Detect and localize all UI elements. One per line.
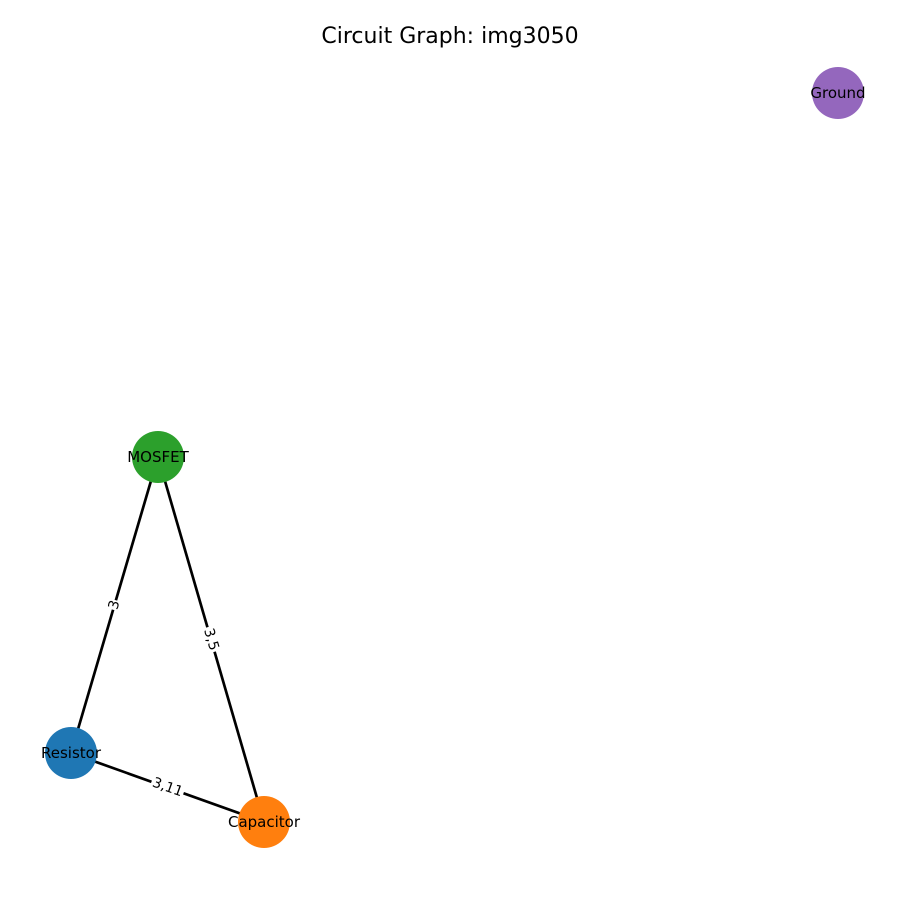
node-resistor	[45, 727, 97, 779]
edge-label-background	[148, 774, 187, 801]
edges-layer: 3 3,5 3,11	[69, 456, 266, 824]
edge-label-mosfet-capacitor: 3,5	[200, 627, 222, 653]
node-label-mosfet: MOSFET	[127, 448, 189, 466]
node-mosfet	[132, 431, 184, 483]
edge-label-background	[105, 597, 124, 613]
edge-label-resistor-capacitor: 3,11	[150, 775, 185, 801]
edge-label-group-resistor-capacitor: 3,11	[148, 774, 187, 801]
edge-label-group-mosfet-capacitor: 3,5	[199, 625, 223, 654]
edge-label-mosfet-resistor: 3	[106, 598, 124, 611]
graph-title: Circuit Graph: img3050	[321, 24, 578, 49]
edge-label-background	[199, 625, 223, 654]
node-label-capacitor: Capacitor	[228, 813, 301, 831]
node-label-resistor: Resistor	[41, 744, 102, 762]
node-label-ground: Ground	[810, 84, 865, 102]
node-ground	[812, 67, 864, 119]
edge-label-group-mosfet-resistor: 3	[105, 597, 124, 613]
node-capacitor	[238, 796, 290, 848]
